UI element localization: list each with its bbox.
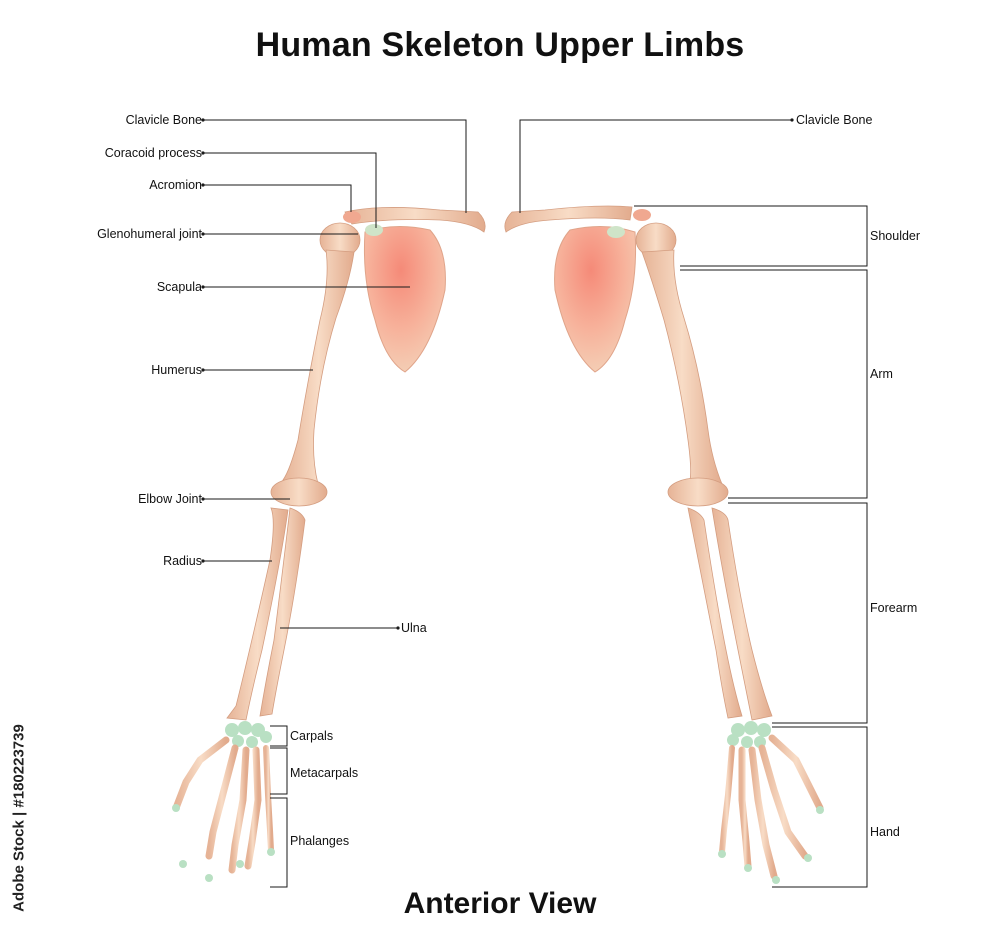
label-clavicle-bone-left: Clavicle Bone [125, 113, 202, 127]
label-coracoid-process: Coracoid process [104, 146, 202, 160]
left-limb [172, 207, 486, 882]
left-clavicle [344, 207, 486, 233]
right-limb [504, 205, 824, 884]
right-leader-lines [519, 119, 868, 888]
bracket-metacarpals [270, 747, 288, 795]
right-fingertips [718, 806, 824, 884]
label-metacarpals: Metacarpals [290, 766, 359, 780]
right-carpals [727, 721, 771, 748]
label-glenohumeral-joint: Glenohumeral joint [97, 227, 202, 241]
label-forearm: Forearm [870, 601, 918, 615]
left-fingers [172, 736, 274, 874]
bracket-carpals [270, 725, 288, 747]
diagram-title: Human Skeleton Upper Limbs [255, 26, 745, 64]
label-hand: Hand [870, 825, 900, 839]
stock-watermark-text: Adobe Stock | #180223739 [10, 724, 28, 912]
left-humerus [282, 249, 355, 485]
bracket-forearm [728, 502, 868, 724]
left-scapula [363, 225, 446, 373]
right-scapula [554, 225, 637, 373]
label-radius: Radius [163, 554, 202, 568]
right-ulna [687, 507, 743, 719]
left-carpals [225, 721, 272, 748]
left-fingertips [172, 804, 275, 882]
label-clavicle-bone-right: Clavicle Bone [796, 113, 873, 127]
left-radius [226, 507, 289, 721]
leader-acromion [203, 184, 352, 212]
left-coracoid [365, 224, 383, 236]
leader-right-clavicle [519, 119, 792, 213]
bracket-hand [772, 726, 868, 888]
leader-coracoid [203, 152, 377, 228]
stock-watermark: Adobe Stock | #180223739 [6, 700, 32, 935]
left-acromion [343, 211, 361, 223]
bracket-arm [680, 269, 868, 499]
right-elbow [667, 477, 729, 507]
right-fingers [719, 734, 824, 880]
bracket-shoulder [634, 205, 868, 267]
left-ulna [259, 507, 306, 717]
view-subtitle: Anterior View [403, 887, 597, 920]
label-acromion: Acromion [149, 178, 202, 192]
right-clavicle [504, 205, 633, 233]
label-carpals: Carpals [290, 729, 334, 743]
label-elbow-joint: Elbow Joint [138, 492, 202, 506]
label-phalanges: Phalanges [290, 834, 350, 848]
bracket-phalanges [270, 797, 288, 888]
right-coracoid [607, 226, 625, 238]
label-humerus: Humerus [151, 363, 202, 377]
leader-clavicle [203, 119, 467, 213]
left-elbow [270, 477, 328, 507]
left-leader-lines [203, 119, 467, 888]
label-scapula: Scapula [156, 280, 202, 294]
right-acromion [633, 209, 651, 221]
label-arm: Arm [870, 367, 893, 381]
label-ulna: Ulna [401, 621, 427, 635]
right-humerus [641, 249, 723, 485]
right-radius [711, 507, 773, 721]
label-shoulder: Shoulder [870, 229, 921, 243]
